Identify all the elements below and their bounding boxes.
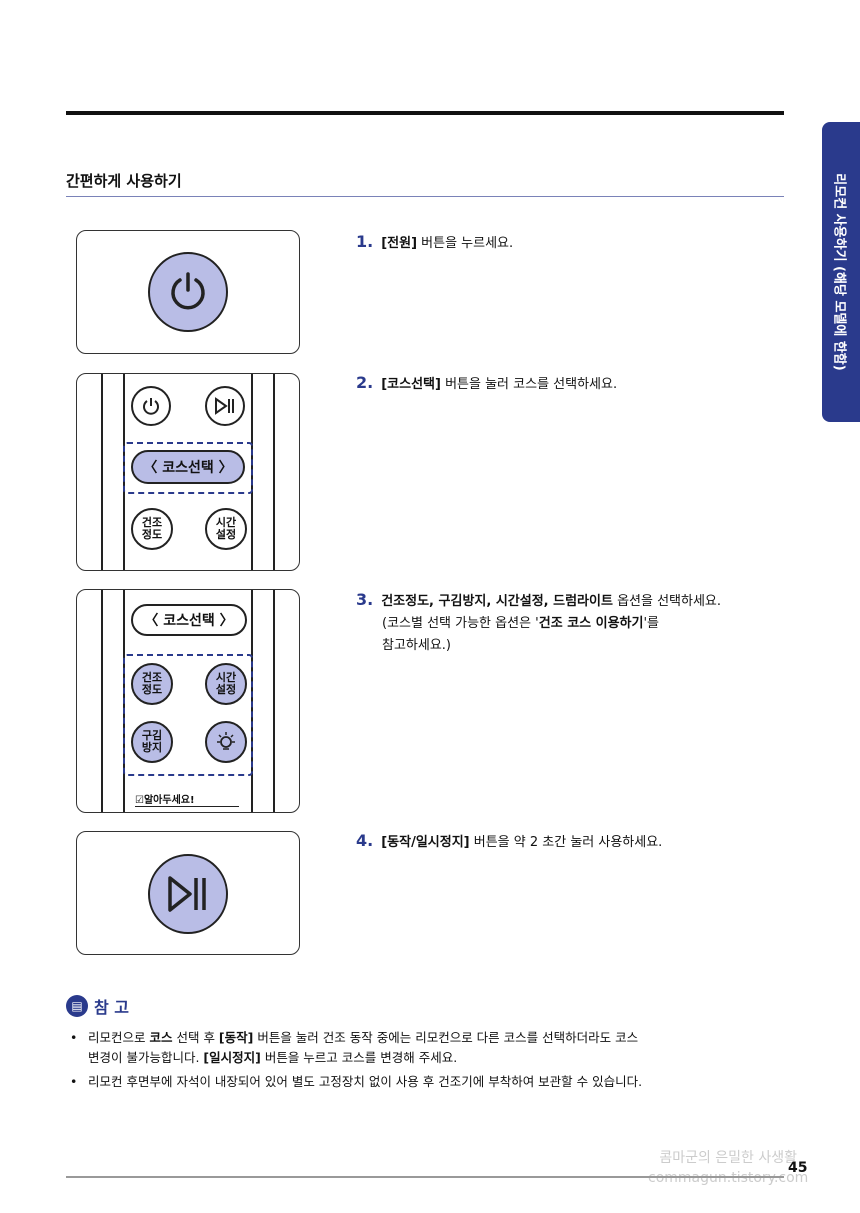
top-rule bbox=[66, 111, 784, 115]
power-button-small bbox=[131, 386, 171, 426]
highlight-box bbox=[123, 442, 253, 494]
power-button-illustration bbox=[76, 230, 300, 354]
step-3: 3.건조정도, 구김방지, 시간설정, 드럼라이트 옵션을 선택하세요. (코스… bbox=[356, 590, 722, 653]
start-pause-button-small bbox=[205, 386, 245, 426]
note-header: ▤ 참 고 bbox=[66, 994, 129, 1018]
play-pause-icon bbox=[168, 876, 206, 912]
play-pause-icon bbox=[215, 397, 234, 415]
bottom-rule bbox=[66, 1176, 784, 1178]
page-number: 45 bbox=[788, 1160, 808, 1176]
step-4: 4.[동작/일시정지] 버튼을 약 2 초간 눌러 사용하세요. bbox=[356, 831, 663, 850]
power-button bbox=[148, 252, 228, 332]
step-1: 1.[전원] 버튼을 누르세요. bbox=[356, 232, 514, 251]
power-icon bbox=[171, 272, 205, 310]
light-bulb-icon bbox=[217, 732, 235, 750]
note-item: 리모컨 후면부에 자석이 내장되어 있어 별도 고정장치 없이 사용 후 건조기… bbox=[66, 1072, 786, 1092]
start-pause-illustration bbox=[76, 831, 300, 955]
course-select-button: 〈 코스선택 〉 bbox=[131, 604, 247, 636]
note-list: 리모컨으로 코스 선택 후 [동작] 버튼을 눌러 건조 동작 중에는 리모컨으… bbox=[66, 1028, 786, 1096]
side-tab-label: 리모컨 사용하기 (해당 모델에 한함) bbox=[831, 173, 847, 371]
note-item: 리모컨으로 코스 선택 후 [동작] 버튼을 눌러 건조 동작 중에는 리모컨으… bbox=[66, 1028, 786, 1068]
step-2: 2.[코스선택] 버튼을 눌러 코스를 선택하세요. bbox=[356, 373, 618, 392]
section-divider bbox=[66, 196, 784, 197]
drum-light-button bbox=[205, 721, 247, 763]
note-icon: ▤ bbox=[66, 995, 88, 1017]
side-chapter-tab: 리모컨 사용하기 (해당 모델에 한함) bbox=[822, 122, 860, 422]
power-icon bbox=[143, 398, 159, 415]
highlight-box bbox=[123, 654, 253, 776]
note-title: 참 고 bbox=[94, 998, 130, 1017]
start-pause-button bbox=[148, 854, 228, 934]
section-title: 간편하게 사용하기 bbox=[66, 172, 182, 190]
course-select-button: 〈 코스선택 〉 bbox=[131, 450, 245, 484]
memo-label: ☑알아두세요! bbox=[135, 791, 239, 807]
